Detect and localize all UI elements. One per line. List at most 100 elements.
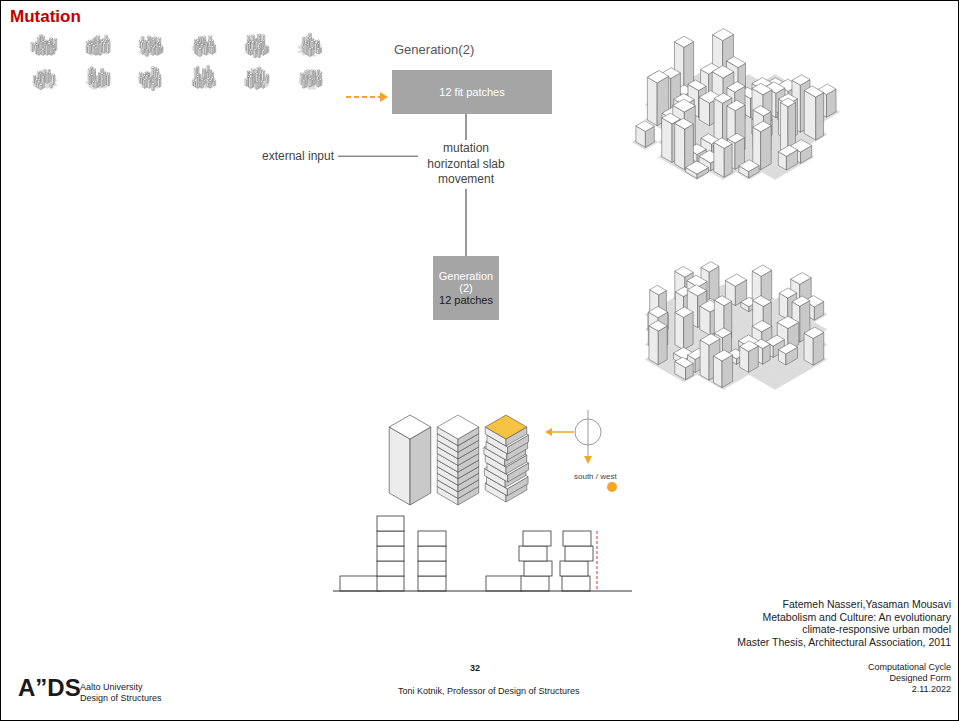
generation-thumbnails-part xyxy=(264,45,267,47)
generation-thumbnails-part xyxy=(209,47,211,53)
generation-thumbnails-part xyxy=(88,68,91,70)
generation-thumbnails-part xyxy=(155,78,157,87)
generation-thumbnails-part xyxy=(156,71,159,73)
generation-thumbnails-part xyxy=(304,80,305,88)
urban-model-render-part xyxy=(673,99,696,112)
generation-thumbnails-part xyxy=(149,75,152,77)
generation-thumbnails-part xyxy=(317,80,320,82)
generation-thumbnails-part xyxy=(45,86,49,88)
dashed-arrow-part xyxy=(380,92,388,102)
generation-thumbnails-part xyxy=(37,48,40,50)
generation-thumbnails-part xyxy=(194,68,197,70)
urban-model-render-part xyxy=(761,126,772,170)
generation-thumbnails-part xyxy=(92,46,94,55)
urban-model-render xyxy=(645,262,827,390)
generation-thumbnails-part xyxy=(152,47,155,49)
generation-thumbnails-part xyxy=(35,45,36,54)
generation-thumbnails-part xyxy=(307,43,310,45)
generation-thumbnails-part xyxy=(49,73,51,82)
generation-thumbnails-part xyxy=(300,72,303,74)
generation-thumbnails-part xyxy=(157,46,159,55)
generation-thumbnails-part xyxy=(202,47,204,54)
generation-thumbnails-part xyxy=(100,44,102,55)
generation-thumbnails-part xyxy=(319,72,322,74)
generation-thumbnails-part xyxy=(147,41,150,43)
generation-thumbnails-part xyxy=(312,87,316,89)
generation-thumbnails-part xyxy=(88,75,90,84)
generation-thumbnails-part xyxy=(88,44,90,54)
generation-thumbnails-part xyxy=(104,43,106,53)
generation-thumbnails-part xyxy=(101,78,104,80)
generation-thumbnails-part xyxy=(317,81,318,87)
generation-thumbnails-part xyxy=(153,67,155,79)
urban-model-render-part xyxy=(740,341,759,352)
generation-thumbnails-part xyxy=(153,84,155,91)
tower-diagram-part xyxy=(437,415,479,439)
generation-thumbnails-part xyxy=(258,49,259,58)
generation-thumbnails-part xyxy=(194,81,195,87)
urban-model-render-part xyxy=(726,57,745,68)
generation-thumbnails-part xyxy=(213,44,216,46)
generation-thumbnails-part xyxy=(249,49,252,51)
generation-thumbnails-part xyxy=(141,36,144,38)
urban-model-render-part xyxy=(647,77,657,125)
generation-thumbnails-part xyxy=(35,44,38,46)
generation-thumbnails-part xyxy=(318,80,320,87)
generation-thumbnails-part xyxy=(152,48,153,55)
generation-thumbnails-part xyxy=(247,42,250,44)
urban-model-render-part xyxy=(777,316,798,328)
generation-thumbnails-part xyxy=(52,74,55,76)
generation-thumbnails-part xyxy=(209,83,210,88)
generation-thumbnails-part xyxy=(98,76,99,87)
generation-thumbnails-part xyxy=(51,46,53,55)
urban-model-render-part xyxy=(714,296,731,306)
generation-thumbnails-part xyxy=(259,77,261,88)
urban-model-render-part xyxy=(752,83,772,95)
generation-thumbnails-part xyxy=(256,81,259,83)
generation-thumbnails-part xyxy=(308,48,310,56)
generation-thumbnails-part xyxy=(265,46,267,54)
generation-thumbnails-part xyxy=(251,34,254,36)
generation-thumbnails-part xyxy=(104,74,106,86)
generation-thumbnails-part xyxy=(92,45,95,47)
generation-thumbnails-part xyxy=(203,70,206,72)
urban-model-render-part xyxy=(724,144,732,177)
generation-thumbnails-part xyxy=(202,36,205,38)
generation-thumbnails-part xyxy=(194,43,197,45)
generation-thumbnails-part xyxy=(54,75,55,85)
urban-model-render-part xyxy=(662,118,672,162)
urban-model-render-part xyxy=(792,296,810,306)
generation-thumbnails-part xyxy=(88,74,91,76)
urban-model-render-part xyxy=(675,307,693,318)
urban-model-render-part xyxy=(713,356,722,387)
urban-model-render-part xyxy=(804,86,823,97)
generation-thumbnails-part xyxy=(141,76,142,84)
urban-model-render-part xyxy=(780,98,795,107)
urban-model-render-part xyxy=(685,124,694,170)
generation-thumbnails-part xyxy=(259,49,260,58)
urban-model-render-part xyxy=(780,102,788,153)
generation-thumbnails-part xyxy=(31,43,33,52)
urban-model-render-part xyxy=(648,306,667,317)
urban-model-render-part xyxy=(700,340,709,380)
generation-thumbnails-part xyxy=(202,68,205,70)
generation-thumbnails-part xyxy=(302,79,305,81)
generation-thumbnails-part xyxy=(108,43,110,53)
generation-thumbnails-part xyxy=(196,77,197,89)
generation-thumbnails-part xyxy=(302,37,305,39)
generation-thumbnails-part xyxy=(48,69,50,70)
generation-thumbnails-part xyxy=(35,80,37,88)
urban-model-render-part xyxy=(752,265,772,276)
generation-thumbnails-part xyxy=(317,69,320,71)
dashed-arrow-part xyxy=(346,96,380,98)
generation-thumbnails-part xyxy=(204,71,205,80)
generation-thumbnails-part xyxy=(139,72,142,74)
generation-thumbnails-part xyxy=(159,78,161,87)
urban-model-render-part xyxy=(816,93,824,140)
generation-thumbnails-part xyxy=(158,78,160,87)
urban-model-render-part xyxy=(675,312,684,349)
generation-thumbnails-part xyxy=(145,75,148,77)
generation-thumbnails-part xyxy=(46,73,47,83)
generation-thumbnails-part xyxy=(262,49,265,51)
generation-thumbnails-part xyxy=(141,42,143,50)
